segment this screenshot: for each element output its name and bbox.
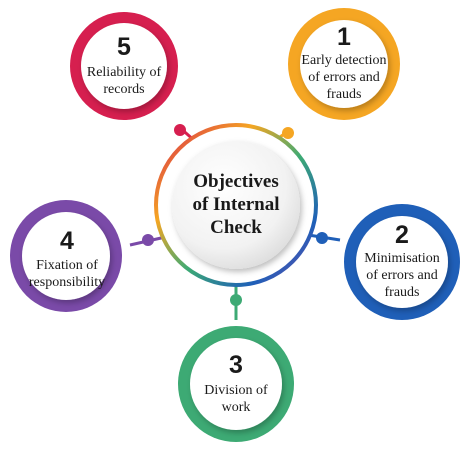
center-title: Objectives of Internal Check: [192, 171, 280, 238]
objective-1: 1 Early detection of errors and frauds: [298, 24, 390, 103]
circle-4: [10, 200, 122, 312]
objective-label: Division of work: [204, 383, 268, 415]
connector-dot-2: [316, 232, 328, 244]
objective-number: 5: [117, 33, 131, 61]
objective-number: 4: [60, 227, 74, 255]
center-hub: [154, 123, 318, 287]
objective-label: Reliability of records: [86, 65, 162, 97]
objective-4: 4 Fixation of responsibility: [22, 228, 112, 291]
objective-label: Fixation of responsibility: [28, 258, 106, 290]
objective-number: 1: [337, 23, 351, 51]
objective-label: Minimisation of errors and frauds: [364, 251, 440, 300]
objective-3: 3 Division of work: [196, 352, 276, 416]
objective-5: 5 Reliability of records: [84, 34, 164, 98]
circle-5: [70, 12, 178, 120]
objective-number: 2: [395, 221, 409, 249]
circle-3: [178, 326, 294, 442]
connector-dot-4: [142, 234, 154, 246]
connector-dot-5: [174, 124, 186, 136]
objective-2: 2 Minimisation of errors and frauds: [358, 222, 446, 301]
connector-dot-3: [230, 294, 242, 306]
objective-number: 3: [229, 351, 243, 379]
objective-label: Early detection of errors and frauds: [301, 53, 387, 102]
connector-dot-1: [282, 127, 294, 139]
connector-dots: [142, 124, 328, 306]
circle-2: [344, 204, 460, 320]
center-disc: [172, 141, 300, 269]
circle-1: [288, 8, 400, 120]
